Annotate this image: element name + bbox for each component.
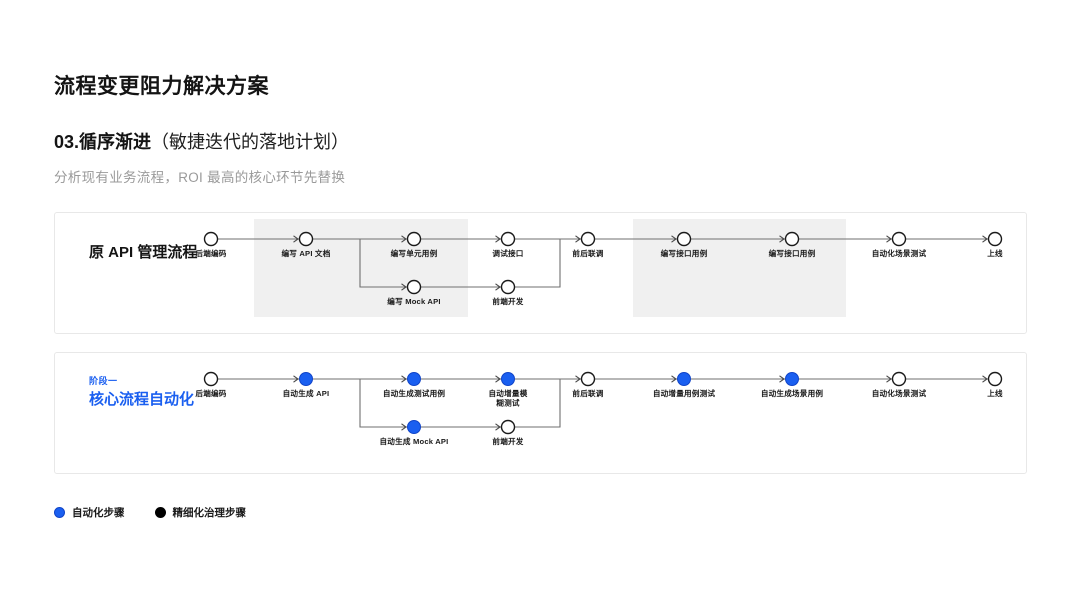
flow-node-label: 自动生成 Mock API bbox=[380, 436, 449, 446]
flow-node-label: 上线 bbox=[987, 248, 1003, 258]
highlight-band-0 bbox=[254, 219, 468, 317]
flow-node-label: 编写单元用例 bbox=[391, 248, 438, 258]
flow-node-main-phase1-5[interactable] bbox=[677, 372, 691, 386]
flow-node-branch-phase1-0[interactable] bbox=[407, 420, 421, 434]
flow-node-main-original-5[interactable] bbox=[676, 231, 692, 247]
flow-node-main-original-2[interactable] bbox=[406, 231, 422, 247]
flow-node-main-phase1-1[interactable] bbox=[299, 372, 313, 386]
flow-node-label: 编写接口用例 bbox=[661, 248, 708, 258]
edge-arrow-icon bbox=[293, 375, 299, 383]
legend-item-automation: 自动化步骤 bbox=[54, 505, 125, 520]
edge-arrow-icon bbox=[401, 283, 407, 291]
edge-arrow-icon bbox=[293, 235, 299, 243]
section-number: 03.循序渐进 bbox=[54, 132, 152, 152]
flow-label-phase1: 核心流程自动化 bbox=[89, 391, 195, 408]
legend-black-dot-icon bbox=[154, 507, 166, 518]
edge-arrow-icon bbox=[779, 235, 785, 243]
flow-node-label: 编写接口用例 bbox=[769, 248, 816, 258]
flow-node-label: 后端编码 bbox=[195, 248, 226, 258]
flow-node-label: 编写 Mock API bbox=[387, 296, 440, 306]
flow-node-label: 自动增量模 bbox=[489, 388, 528, 398]
edge-arrow-icon bbox=[495, 375, 501, 383]
flow-node-main-phase1-2[interactable] bbox=[407, 372, 421, 386]
edge-arrow-icon bbox=[886, 375, 892, 383]
section-heading: 03.循序渐进（敏捷迭代的落地计划） bbox=[54, 128, 349, 154]
flow-node-label: 前端开发 bbox=[492, 436, 523, 446]
flow-node-label: 上线 bbox=[987, 388, 1003, 398]
edge-arrow-icon bbox=[401, 235, 407, 243]
flow-node-branch-phase1-1[interactable] bbox=[500, 419, 516, 435]
flow-node-label: 调试接口 bbox=[492, 248, 523, 258]
flow-node-main-original-7[interactable] bbox=[891, 231, 907, 247]
edge-arrow-icon bbox=[575, 235, 581, 243]
edge-arrow-icon bbox=[495, 235, 501, 243]
edge-arrow-icon bbox=[671, 235, 677, 243]
edge-arrow-icon bbox=[401, 423, 407, 431]
flow-node-label: 前后联调 bbox=[572, 388, 603, 398]
flow-node-label: 糊测试 bbox=[496, 398, 520, 408]
edge-arrow-icon bbox=[982, 235, 988, 243]
legend-blue-dot-icon bbox=[54, 507, 65, 518]
section-subtitle: 分析现有业务流程，ROI 最高的核心环节先替换 bbox=[54, 170, 346, 185]
edge-arrow-icon bbox=[982, 375, 988, 383]
section-parenthetical: （敏捷迭代的落地计划） bbox=[151, 132, 350, 152]
edge-arrow-icon bbox=[495, 423, 501, 431]
flow-node-main-original-3[interactable] bbox=[500, 231, 516, 247]
flow-node-label: 编写 API 文档 bbox=[281, 248, 330, 258]
flow-node-main-phase1-0[interactable] bbox=[203, 371, 219, 387]
flow-label-original: 原 API 管理流程 bbox=[89, 244, 198, 261]
legend-label-automation: 自动化步骤 bbox=[72, 507, 125, 519]
flow-node-label: 自动生成测试用例 bbox=[383, 388, 446, 398]
flow-node-branch-original-1[interactable] bbox=[500, 279, 516, 295]
flow-node-main-phase1-8[interactable] bbox=[987, 371, 1003, 387]
flow-diagram-original: 后端编码 编写 API 文档 编写单元用例 调试接口 前后联调 编写接口用例 编写接口用例 自… bbox=[195, 219, 1003, 317]
legend-item-governance: 精细化治理步骤 bbox=[154, 505, 247, 520]
flow-node-label: 前后联调 bbox=[572, 248, 603, 258]
edge-arrow-icon bbox=[575, 375, 581, 383]
flow-card-phase1: 阶段一 核心流程自动化 后端编码 自动生成 API 自动生成测试用例 自动增量模糊测试… bbox=[54, 352, 1027, 474]
flow-card-original: 原 API 管理流程 后端编码编写 API 文档编写单元用例调试接口前后联调编写… bbox=[54, 212, 1027, 334]
flow-node-label: 前端开发 bbox=[492, 296, 523, 306]
flow-node-main-phase1-3[interactable] bbox=[501, 372, 515, 386]
edge-arrow-icon bbox=[495, 283, 501, 291]
flow-node-main-original-6[interactable] bbox=[784, 231, 800, 247]
flow-node-branch-original-0[interactable] bbox=[406, 279, 422, 295]
flow-node-main-phase1-6[interactable] bbox=[785, 372, 799, 386]
flow-node-main-original-8[interactable] bbox=[987, 231, 1003, 247]
edge-arrow-icon bbox=[779, 375, 785, 383]
flow-node-main-phase1-7[interactable] bbox=[891, 371, 907, 387]
highlight-band-1 bbox=[633, 219, 846, 317]
flow-node-main-original-4[interactable] bbox=[580, 231, 596, 247]
edge-arrow-icon bbox=[671, 375, 677, 383]
flow-node-label: 自动化场景测试 bbox=[872, 248, 927, 258]
flow-node-label: 自动生成场景用例 bbox=[761, 388, 824, 398]
edge-arrow-icon bbox=[886, 235, 892, 243]
legend: 自动化步骤 精细化治理步骤 bbox=[54, 505, 246, 520]
flow-node-main-original-0[interactable] bbox=[203, 231, 219, 247]
edge-arrow-icon bbox=[401, 375, 407, 383]
flow-node-label: 自动化场景测试 bbox=[872, 388, 927, 398]
flow-node-label: 后端编码 bbox=[195, 388, 226, 398]
page-title: 流程变更阻力解决方案 bbox=[54, 75, 269, 98]
legend-label-governance: 精细化治理步骤 bbox=[172, 507, 247, 519]
flow-node-main-original-1[interactable] bbox=[298, 231, 314, 247]
phase-tag: 阶段一 bbox=[89, 376, 118, 386]
flow-node-main-phase1-4[interactable] bbox=[580, 371, 596, 387]
flow-node-label: 自动生成 API bbox=[283, 388, 330, 398]
flow-node-label: 自动增量用例测试 bbox=[653, 388, 716, 398]
